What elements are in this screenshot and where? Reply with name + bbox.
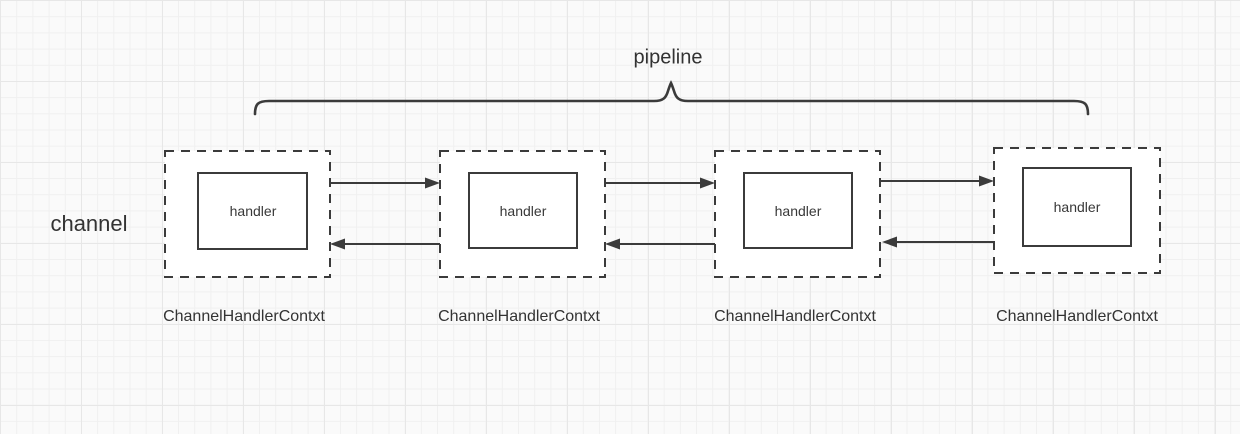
context-label-2: ChannelHandlerContxt <box>438 308 600 325</box>
handler-label-1: handler <box>229 203 277 219</box>
forward-arrow-3 <box>880 175 994 187</box>
pipeline-label: pipeline <box>633 46 703 69</box>
pipeline-brace-shape <box>253 80 1090 116</box>
context-label-1: ChannelHandlerContxt <box>163 308 325 325</box>
handler-label-2: handler <box>499 203 547 219</box>
forward-arrow-1 <box>330 177 440 189</box>
forward-arrow-2 <box>605 177 715 189</box>
backward-arrow-3 <box>882 236 994 248</box>
channel-label: channel <box>50 211 128 236</box>
handler-box-2 <box>468 172 578 249</box>
handler-box-4 <box>1022 167 1132 247</box>
backward-arrow-2 <box>605 238 715 250</box>
handler-box-3 <box>743 172 853 249</box>
context-label-4: ChannelHandlerContxt <box>996 308 1158 325</box>
handler-label-3: handler <box>774 203 822 219</box>
handler-box-1 <box>197 172 308 250</box>
handler-label-4: handler <box>1053 199 1101 215</box>
backward-arrow-1 <box>330 238 440 250</box>
context-label-3: ChannelHandlerContxt <box>714 308 876 325</box>
